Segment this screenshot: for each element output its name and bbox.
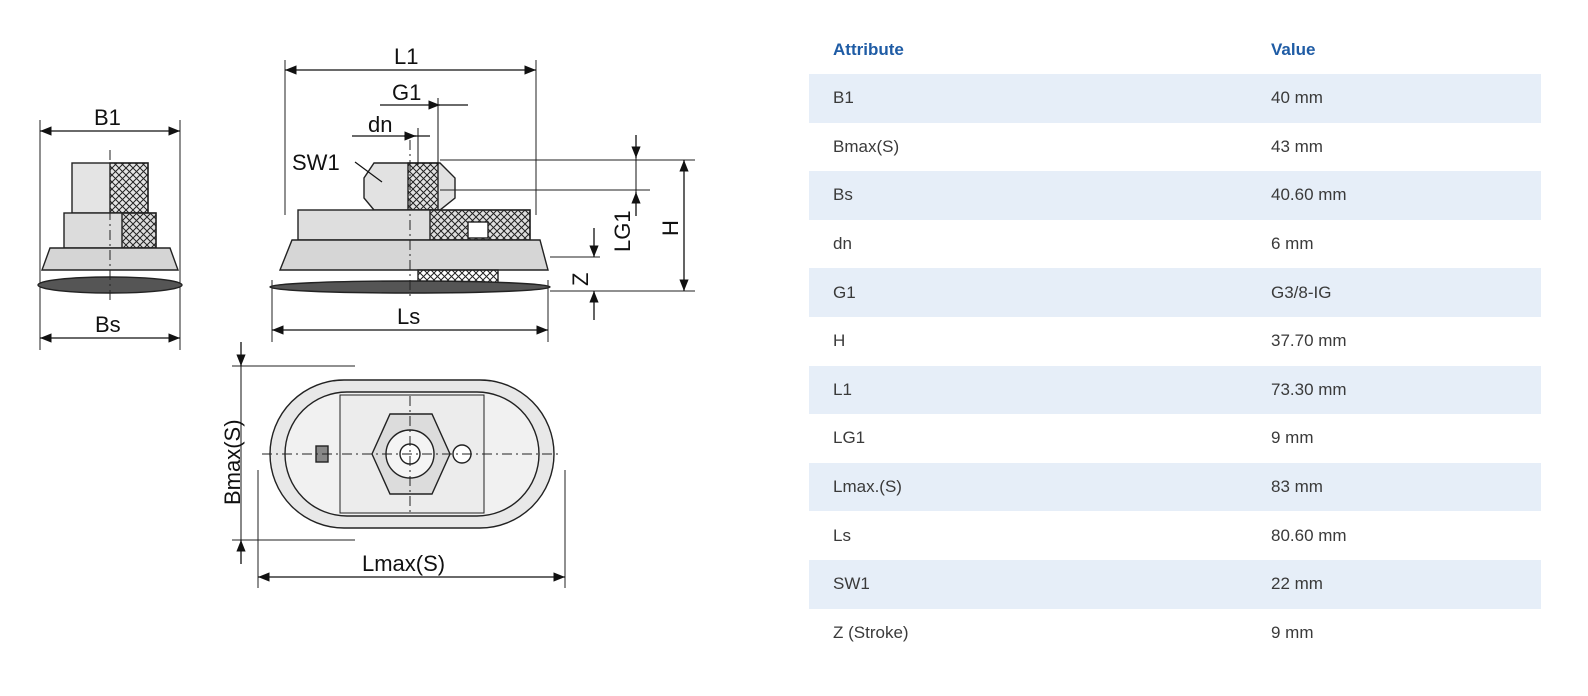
value-cell: 37.70 mm <box>1271 331 1347 351</box>
attribute-cell: LG1 <box>833 428 866 448</box>
label-g1: G1 <box>392 80 421 105</box>
sw1-leader <box>354 161 383 183</box>
value-cell: 22 mm <box>1247 559 1541 609</box>
attribute-cell: Ls <box>833 525 851 545</box>
attribute-cell: SW1 <box>809 559 1247 609</box>
value-cell: G3/8-IG <box>1247 268 1541 317</box>
value-cell: 9 mm <box>1271 622 1314 642</box>
label-bmax: Bmax(S) <box>220 419 245 505</box>
value-cell: 43 mm <box>1271 136 1323 156</box>
table-row: Lmax.(S)83 mm <box>809 462 1541 512</box>
table-row: Ls 80.60 mm <box>809 511 1541 560</box>
table-header-row: Attribute Value <box>809 26 1541 74</box>
value-cell: 80.60 mm <box>1271 525 1347 545</box>
attribute-cell: Bs <box>809 171 1247 220</box>
label-bs: Bs <box>95 312 121 337</box>
side-view <box>37 120 183 350</box>
technical-drawing: B1 Bs L1 G1 dn SW1 Ls LG1 H Z <box>37 44 695 588</box>
attribute-cell: H <box>833 331 846 351</box>
table-row: Z (Stroke) 9 mm <box>809 609 1541 658</box>
label-lg1: LG1 <box>610 210 635 252</box>
label-sw1: SW1 <box>292 150 340 175</box>
table-row: dn 6 mm <box>809 220 1541 269</box>
label-l1: L1 <box>394 44 418 69</box>
top-view <box>232 365 566 588</box>
front-view <box>269 60 695 342</box>
value-cell: 9 mm <box>1271 428 1314 448</box>
table-row: H 37.70 mm <box>809 317 1541 366</box>
label-b1: B1 <box>94 105 121 130</box>
value-cell: 83 mm <box>1247 462 1541 512</box>
value-cell: 40 mm <box>1247 74 1541 123</box>
attribute-cell: L1 <box>809 365 1247 415</box>
attribute-cell: dn <box>833 234 852 254</box>
table-row: LG1 9 mm <box>809 414 1541 463</box>
attribute-cell: Z (Stroke) <box>833 622 909 642</box>
attribute-cell: Bmax(S) <box>833 136 900 156</box>
attribute-cell: B1 <box>809 74 1247 123</box>
label-h: H <box>658 220 683 236</box>
label-ls: Ls <box>397 304 420 329</box>
label-dn: dn <box>368 112 392 137</box>
header-value: Value <box>1271 40 1316 59</box>
value-cell: 6 mm <box>1271 234 1314 254</box>
table-row: Bmax(S) 43 mm <box>809 123 1541 172</box>
value-cell: 40.60 mm <box>1247 171 1541 220</box>
value-cell: 73.30 mm <box>1247 365 1541 415</box>
attribute-cell: G1 <box>809 268 1247 317</box>
attribute-cell: Lmax.(S) <box>809 462 1247 512</box>
header-attribute: Attribute <box>833 40 904 59</box>
label-z: Z <box>568 273 593 286</box>
label-lmax: Lmax(S) <box>362 551 445 576</box>
